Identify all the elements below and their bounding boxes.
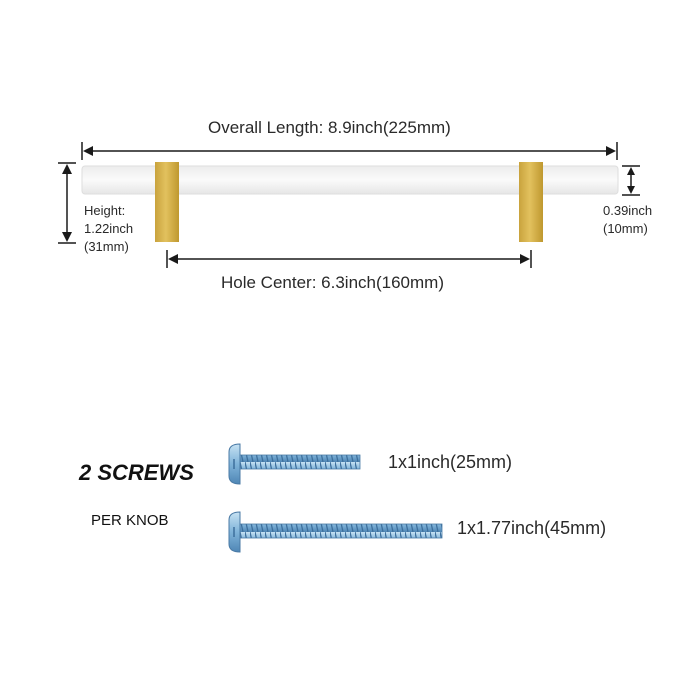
left-gold-leg: [155, 162, 179, 242]
diameter-label-line1: 0.39inch: [603, 203, 653, 218]
height-label: Height: 1.22inch (31mm): [84, 202, 133, 256]
height-arrow: [58, 162, 76, 244]
overall-length-label: Overall Length: 8.9inch(225mm): [208, 118, 451, 137]
hole-center-arrow: [166, 250, 532, 268]
screws-title: 2 SCREWS: [79, 460, 194, 485]
right-gold-leg: [519, 162, 543, 242]
acrylic-bar: [81, 165, 619, 195]
diameter-label: 0.39inch (10mm): [603, 202, 652, 238]
diameter-label-line2: (10mm): [603, 221, 648, 236]
overall-length-arrow: [81, 142, 618, 160]
screws-subtitle: PER KNOB: [91, 512, 169, 529]
diameter-arrow: [622, 165, 640, 196]
short-screw: [228, 443, 361, 485]
height-label-line3: (31mm): [84, 239, 129, 254]
hole-center-label: Hole Center: 6.3inch(160mm): [221, 273, 444, 292]
long-screw-label: 1x1.77inch(45mm): [457, 518, 607, 538]
height-label-line2: 1.22inch: [84, 221, 134, 236]
short-screw-label: 1x1inch(25mm): [388, 452, 513, 472]
height-label-line1: Height:: [84, 203, 126, 218]
long-screw: [228, 511, 443, 553]
